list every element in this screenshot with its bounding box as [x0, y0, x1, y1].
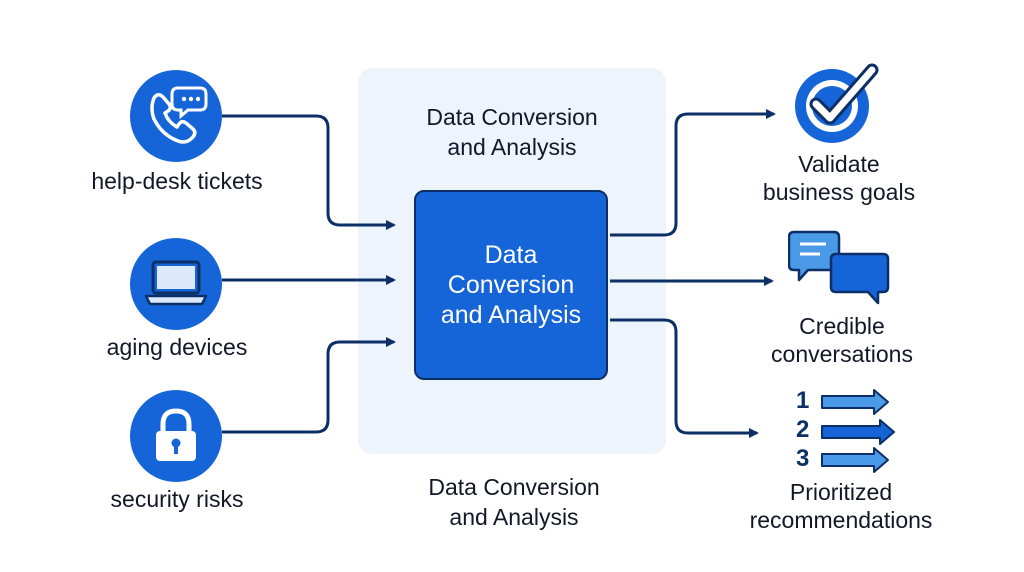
input-connector-1: [222, 114, 396, 230]
ranked-list-icon: [821, 389, 895, 473]
center-process-box: Data Conversion and Analysis: [414, 190, 608, 380]
input-connector-3: [222, 337, 396, 434]
input-label-security-risks: security risks: [110, 486, 244, 512]
rank-number-3: 3: [796, 445, 810, 472]
output-label-prioritized-recommendations: Prioritized recommendations: [749, 479, 933, 533]
center-process-label: Data Conversion and Analysis: [440, 241, 582, 329]
laptop-icon: [130, 238, 222, 330]
rank-number-2: 2: [796, 416, 810, 443]
padlock-icon: [130, 390, 222, 482]
output-label-credible-conversations: Credible conversations: [771, 313, 913, 367]
phone-chat-icon: [130, 70, 222, 162]
speech-bubbles-icon: [788, 230, 890, 305]
panel-top-title: Data Conversion and Analysis: [426, 104, 598, 160]
checkmark-badge-icon: [795, 63, 879, 143]
input-label-aging-devices: aging devices: [106, 334, 248, 360]
input-label-help-desk-tickets: help-desk tickets: [91, 168, 263, 194]
output-connector-1: [610, 109, 776, 237]
output-connector-3: [610, 318, 759, 438]
output-label-validate-business-goals: Validate business goals: [762, 151, 916, 205]
rank-number-1: 1: [796, 387, 810, 414]
panel-bottom-title: Data Conversion and Analysis: [428, 474, 600, 530]
